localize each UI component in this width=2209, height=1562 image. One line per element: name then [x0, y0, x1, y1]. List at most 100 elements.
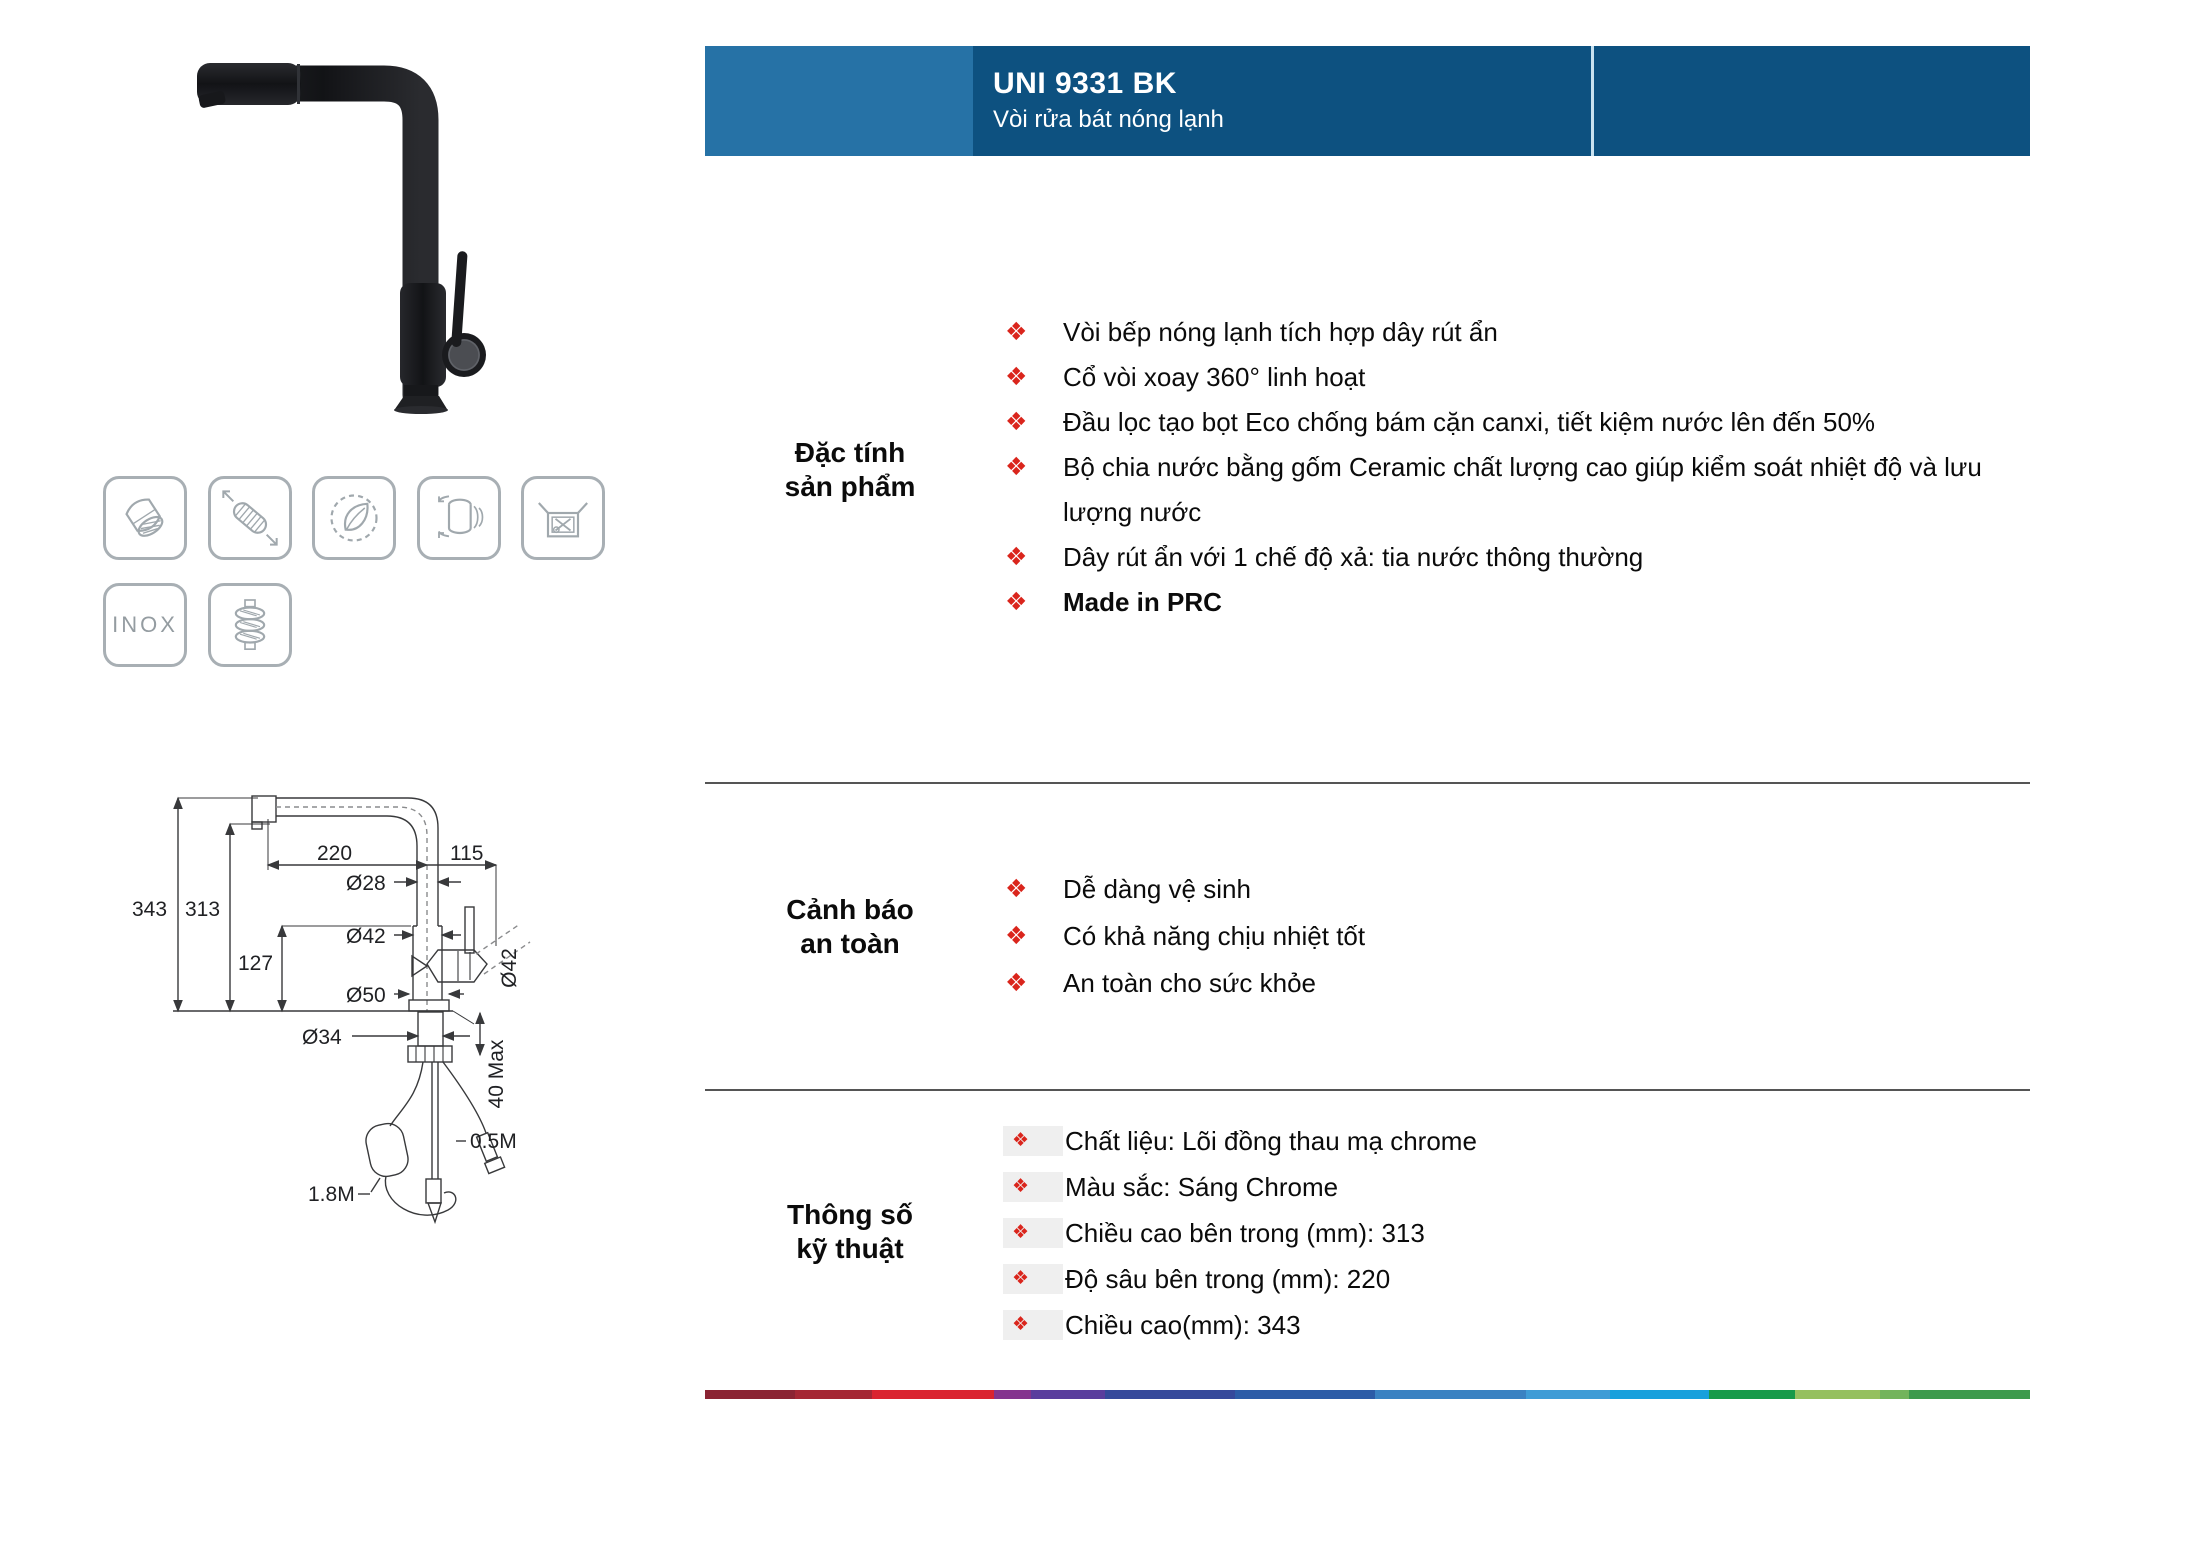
feature-text: Bộ chia nước bằng gốm Ceramic chất lượng…	[1063, 452, 1982, 527]
dim-115: 115	[450, 842, 483, 865]
spec-chip: ❖	[1003, 1264, 1063, 1294]
drawing-valve	[426, 949, 488, 983]
spec-chip: ❖	[1003, 1172, 1063, 1202]
drawing-pullout-head	[251, 795, 277, 823]
gradient-segment	[1795, 1390, 1881, 1399]
diamond-bullet-icon: ❖	[1005, 969, 1028, 997]
header-bar: UNI 9331 BK Vòi rửa bát nóng lạnh	[705, 46, 2030, 156]
list-item: ❖ An toàn cho sức khỏe	[705, 960, 2030, 1007]
spec-chip: ❖	[1003, 1218, 1063, 1248]
gradient-segment	[1909, 1390, 2030, 1399]
spec-chip: ❖	[1003, 1310, 1063, 1340]
spec-row: ❖ Màu sắc: Sáng Chrome	[705, 1164, 2030, 1210]
gradient-segment	[1030, 1390, 1106, 1399]
list-item: ❖ Dễ dàng vệ sinh	[705, 866, 2030, 913]
section-title-line: sản phẩm	[784, 471, 916, 502]
section-title-specs: Thông số kỹ thuật	[705, 1198, 995, 1266]
list-item: ❖ Dây rút ẩn với 1 chế độ xả: tia nước t…	[705, 535, 2030, 580]
diamond-bullet-icon: ❖	[1012, 1268, 1030, 1289]
dim-dia28: Ø28	[346, 872, 386, 895]
eco-leaf-icon	[312, 476, 396, 560]
spec-chip: ❖	[1003, 1126, 1063, 1156]
drawing-hose-weight	[365, 1122, 409, 1178]
product-model: UNI 9331 BK	[993, 67, 1177, 100]
list-item: ❖ Có khả năng chịu nhiệt tốt	[705, 913, 2030, 960]
safety-text: Có khả năng chịu nhiệt tốt	[1063, 921, 1366, 951]
feature-text: Cổ vòi xoay 360° linh hoạt	[1063, 362, 1366, 392]
gradient-segment	[1234, 1390, 1376, 1399]
dim-220: 220	[317, 842, 352, 865]
gradient-segment	[795, 1390, 872, 1399]
drawing-handle-lever	[464, 906, 475, 954]
features-list: ❖ Vòi bếp nóng lạnh tích hợp dây rút ẩn …	[705, 310, 2030, 625]
feature-text: Dây rút ẩn với 1 chế độ xả: tia nước thô…	[1063, 542, 1644, 572]
list-item: ❖ Đầu lọc tạo bọt Eco chống bám cặn canx…	[705, 400, 2030, 445]
drawing-shank	[417, 1011, 444, 1047]
section-title-safety: Cảnh báo an toàn	[705, 893, 995, 961]
dim-dia42-handle: Ø42	[498, 948, 521, 988]
dim-313: 313	[185, 898, 220, 921]
spec-row: ❖ Chiều cao(mm): 343	[705, 1302, 2030, 1348]
inox-icon: INOX	[103, 583, 187, 667]
feature-text: Made in PRC	[1063, 587, 1222, 617]
braided-hose-icon	[208, 583, 292, 667]
section-title-features: Đặc tính sản phẩm	[705, 436, 995, 504]
gradient-segment	[1609, 1390, 1710, 1399]
diamond-bullet-icon: ❖	[1005, 363, 1028, 391]
pull-out-hose-icon	[208, 476, 292, 560]
spec-text: Màu sắc: Sáng Chrome	[1065, 1171, 1339, 1202]
easy-install-icon	[521, 476, 605, 560]
section-title-line: Thông số	[787, 1199, 913, 1230]
diamond-bullet-icon: ❖	[1005, 875, 1028, 903]
drawing-spout-inner	[276, 815, 418, 926]
header-right-block	[1594, 46, 2030, 156]
specs-list: ❖ Chất liệu: Lõi đồng thau mạ chrome ❖ M…	[705, 1118, 2030, 1348]
product-name: Vòi rửa bát nóng lạnh	[993, 106, 1224, 133]
gradient-segment	[871, 1390, 994, 1399]
faucet-base-collar	[404, 385, 438, 397]
spec-row: ❖ Chất liệu: Lõi đồng thau mạ chrome	[705, 1118, 2030, 1164]
aerator-icon	[103, 476, 187, 560]
diamond-bullet-icon: ❖	[1012, 1314, 1030, 1335]
drawing-spout-outer	[276, 797, 439, 926]
faucet-base-foot	[395, 396, 447, 409]
drawing-body	[412, 925, 443, 1000]
gradient-segment	[993, 1390, 1031, 1399]
dim-18m: 1.8M	[308, 1183, 355, 1206]
section-divider	[705, 782, 2030, 784]
diamond-bullet-icon: ❖	[1012, 1222, 1030, 1243]
faucet-base-bottom	[394, 406, 448, 414]
section-title-line: kỹ thuật	[796, 1233, 904, 1264]
feature-text: Vòi bếp nóng lạnh tích hợp dây rút ẩn	[1063, 317, 1498, 347]
list-item: ❖ Cổ vòi xoay 360° linh hoạt	[705, 355, 2030, 400]
spec-text: Chất liệu: Lõi đồng thau mạ chrome	[1065, 1125, 1477, 1156]
safety-text: An toàn cho sức khỏe	[1063, 968, 1317, 998]
safety-list: ❖ Dễ dàng vệ sinh ❖ Có khả năng chịu nhi…	[705, 866, 2030, 1007]
feature-text: Đầu lọc tạo bọt Eco chống bám cặn canxi,…	[1063, 407, 1876, 437]
dim-40max: 40 Max	[485, 1039, 508, 1108]
gradient-segment	[705, 1390, 796, 1399]
diamond-bullet-icon: ❖	[1005, 543, 1028, 571]
swivel-360-icon	[417, 476, 501, 560]
brand-gradient-bar	[705, 1390, 2030, 1399]
dim-127: 127	[238, 952, 273, 975]
product-photo-faucet	[197, 63, 486, 414]
diamond-bullet-icon: ❖	[1005, 408, 1028, 436]
dim-dia42-body: Ø42	[346, 925, 386, 948]
gradient-segment	[1709, 1390, 1796, 1399]
faucet-hub-ring	[448, 339, 480, 371]
diamond-bullet-icon: ❖	[1005, 922, 1028, 950]
header-accent-block	[705, 46, 973, 156]
dim-343: 343	[132, 898, 167, 921]
gradient-segment	[1526, 1390, 1610, 1399]
faucet-head-seam	[297, 64, 300, 104]
spec-text: Độ sâu bên trong (mm): 220	[1065, 1263, 1391, 1294]
spec-row: ❖ Chiều cao bên trong (mm): 313	[705, 1210, 2030, 1256]
section-title-line: Đặc tính	[794, 437, 906, 468]
header-title-block: UNI 9331 BK Vòi rửa bát nóng lạnh	[973, 46, 1591, 156]
dimension-drawing: 343 313 220 115 Ø28 Ø42 127 Ø42 Ø50 Ø34 …	[132, 795, 531, 1225]
section-title-line: Cảnh báo	[786, 894, 914, 925]
safety-text: Dễ dàng vệ sinh	[1063, 874, 1251, 904]
drawing-nut	[407, 1045, 453, 1063]
section-title-line: an toàn	[800, 928, 900, 959]
